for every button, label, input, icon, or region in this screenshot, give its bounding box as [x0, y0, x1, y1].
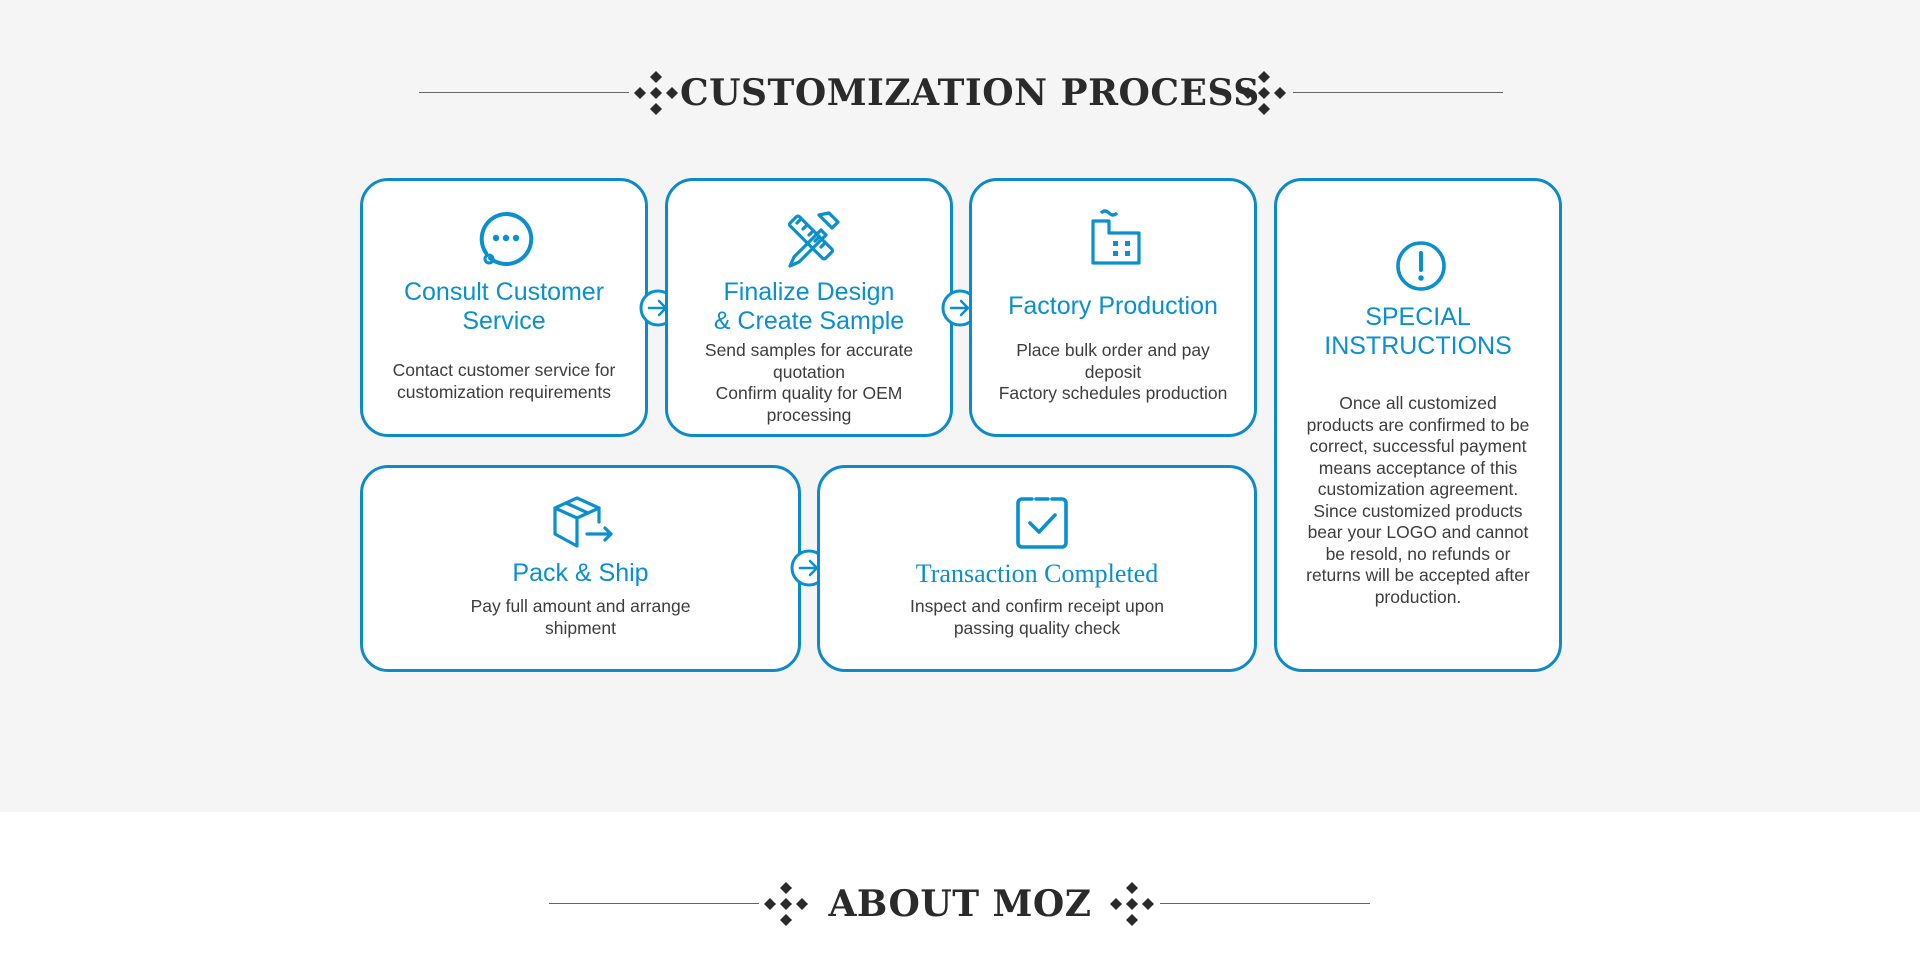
- step-description: Inspect and confirm receipt upon passing…: [910, 596, 1164, 638]
- step-description: Send samples for accurate quotation Conf…: [704, 340, 914, 425]
- diamond-ornament-icon: [764, 882, 808, 926]
- heading-rule-left: [549, 903, 759, 904]
- step-title: Transaction Completed: [915, 559, 1159, 588]
- heading-rule-left: [419, 92, 629, 93]
- diamond-ornament-icon: [634, 71, 678, 115]
- step-title: Finalize Design & Create Sample: [713, 278, 905, 335]
- heading-rule-right: [1160, 903, 1370, 904]
- package-box-icon: [553, 496, 613, 548]
- step-card-complete: Transaction Completed Inspect and confir…: [817, 465, 1257, 672]
- step-card-ship: Pack & Ship Pay full amount and arrange …: [360, 465, 801, 672]
- customization-heading: CUSTOMIZATION PROCESS: [0, 63, 1920, 123]
- factory-icon: [1091, 209, 1141, 265]
- diamond-ornament-icon: [1242, 71, 1286, 115]
- step-title: Pack & Ship: [512, 559, 649, 587]
- step-description: Place bulk order and pay deposit Factory…: [998, 340, 1228, 403]
- step-card-design: Finalize Design & Create Sample Send sam…: [665, 178, 953, 437]
- step-description: Pay full amount and arrange shipment: [470, 596, 691, 638]
- customization-title: CUSTOMIZATION PROCESS: [680, 72, 1260, 114]
- special-title: SPECIAL INSTRUCTIONS: [1324, 303, 1512, 360]
- clipboard-check-icon: [1016, 497, 1068, 549]
- step-card-factory: Factory Production Place bulk order and …: [969, 178, 1257, 437]
- about-title: ABOUT MOZ: [828, 883, 1092, 925]
- diamond-ornament-icon: [1110, 882, 1154, 926]
- about-heading: ABOUT MOZ: [0, 874, 1920, 934]
- step-card-consult: Consult Customer Service Contact custome…: [360, 178, 648, 437]
- chat-bubble-icon: [479, 211, 534, 266]
- step-title: Consult Customer Service: [403, 278, 605, 335]
- step-title: Factory Production: [1008, 292, 1218, 320]
- exclamation-circle-icon: [1396, 241, 1446, 291]
- heading-rule-right: [1293, 92, 1503, 93]
- customization-section: [0, 0, 1920, 812]
- step-description: Contact customer service for customizati…: [392, 360, 616, 402]
- special-instructions-card: SPECIAL INSTRUCTIONS Once all customized…: [1274, 178, 1562, 672]
- ruler-pencil-icon: [787, 211, 840, 268]
- special-description: Once all customized products are confirm…: [1306, 393, 1530, 607]
